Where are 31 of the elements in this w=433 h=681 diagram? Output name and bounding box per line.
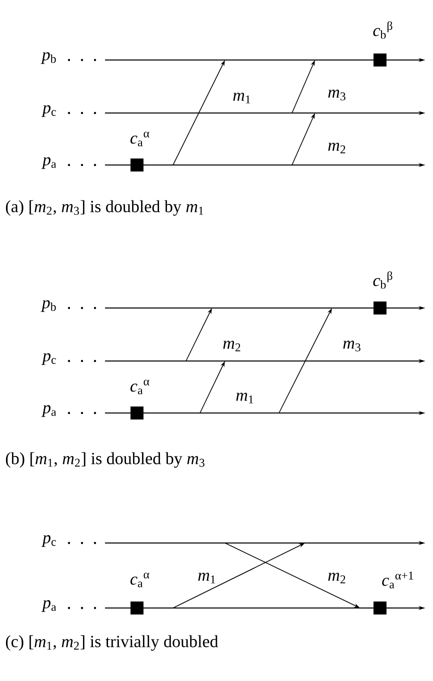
- caption: (b) [m$_{1}$, m$_{2}$] is doubled by m$_{3}$: [6, 452, 204, 468]
- node-label: p$_{c}$: [42, 353, 56, 365]
- checkpoint-label: c$_{a}$α+1: [382, 572, 414, 588]
- node-label: p$_{b}$: [40, 52, 56, 64]
- checkpoint-label: c$_{b}$β: [373, 21, 392, 39]
- checkpoint-label: c$_{a}$α: [130, 132, 150, 146]
- node-label: p$_{c}$: [42, 535, 56, 547]
- checkpoint-square: [130, 406, 144, 420]
- edge-label: m$_{2}$: [328, 142, 346, 154]
- checkpoint-square: [130, 602, 144, 614]
- edge-label: m$_{1}$: [233, 92, 250, 104]
- edge-label: m$_{2}$: [328, 572, 346, 584]
- edge-label: m$_{3}$: [343, 340, 360, 352]
- edge-label: m$_{1}$: [198, 572, 216, 584]
- checkpoint-label: c$_{a}$α: [130, 380, 150, 394]
- checkpoint-square: [374, 302, 386, 314]
- node-label: p$_{a}$: [42, 157, 56, 169]
- node-label: p$_{b}$: [40, 300, 56, 312]
- caption: (a) [m$_{2}$, m$_{3}$] is doubled by m$_{1}$: [6, 200, 204, 216]
- edge-label: m$_{1}$: [236, 392, 254, 404]
- checkpoint-square: [374, 54, 386, 67]
- node-label: p$_{c}$: [42, 105, 56, 117]
- caption: (c) [m$_{1}$, m$_{2}$] is trivially doubled: [6, 635, 218, 651]
- node-label: p$_{a}$: [42, 405, 56, 417]
- checkpoint-label: c$_{a}$α: [130, 572, 150, 588]
- checkpoint-square: [374, 602, 386, 614]
- edge-label: m$_{2}$: [223, 340, 240, 352]
- checkpoint-label: c$_{b}$β: [373, 271, 392, 289]
- node-label: p$_{a}$: [42, 600, 56, 612]
- edge-label: m$_{3}$: [328, 90, 346, 100]
- checkpoint-square: [130, 158, 144, 172]
